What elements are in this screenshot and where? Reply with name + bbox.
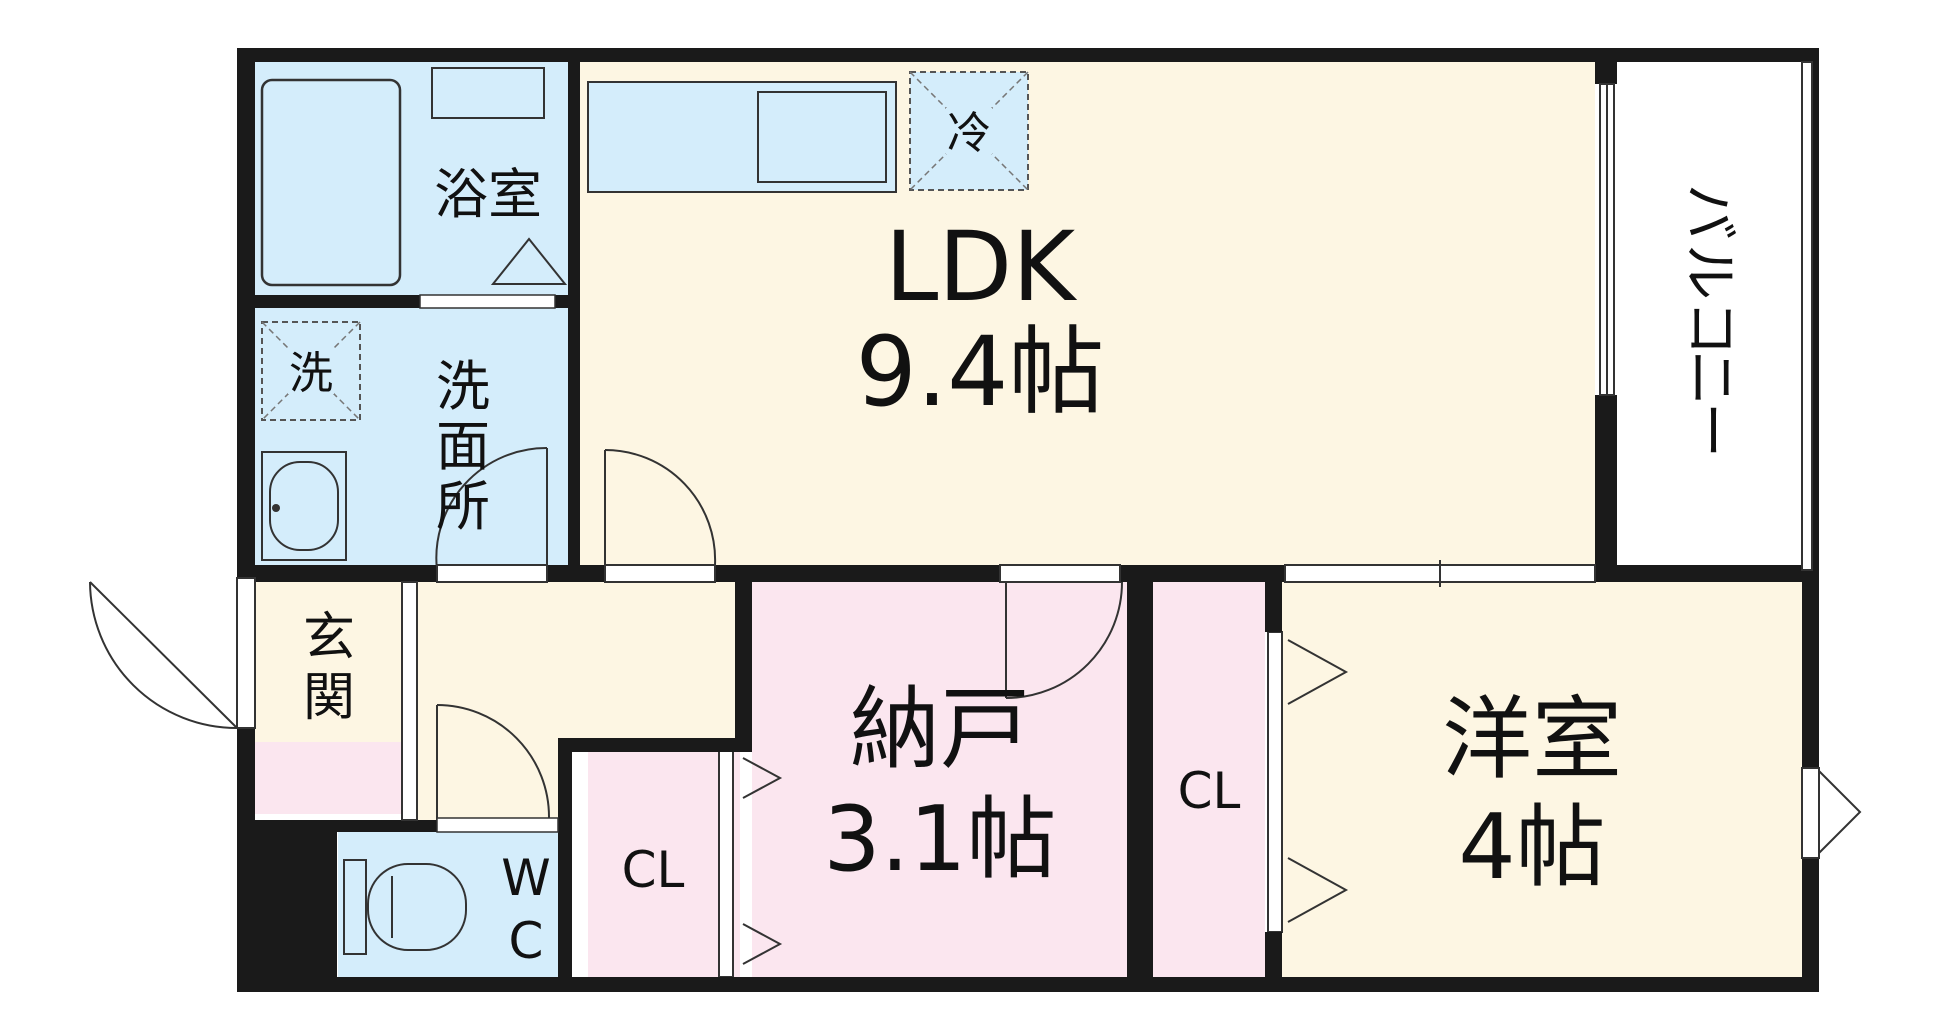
hallway-floor xyxy=(417,582,735,820)
wall-left-upper xyxy=(237,48,255,578)
wall-wash-bottom-a xyxy=(255,565,437,582)
closet-right-floor xyxy=(1153,582,1265,977)
door-swings xyxy=(89,446,1862,965)
windows xyxy=(236,61,1820,859)
closet-left-fold-b xyxy=(742,923,783,965)
wall-left-block xyxy=(237,820,337,992)
wall-closet-left-top xyxy=(558,738,752,752)
balcony-outer-rail xyxy=(1801,61,1813,571)
wall-bath-wash xyxy=(255,295,420,308)
partition-entrance xyxy=(401,581,418,821)
wall-closet-right-b xyxy=(1265,932,1282,992)
storage-door-opening xyxy=(999,564,1121,583)
vanity xyxy=(261,451,347,561)
washroom-char-1: 洗 xyxy=(436,355,490,418)
wall-top xyxy=(237,48,1819,62)
wall-hall-wc xyxy=(558,738,572,992)
closet-right-fold-b xyxy=(1287,857,1349,923)
fridge-label: 冷 xyxy=(947,108,991,159)
kitchen-counter xyxy=(587,81,897,193)
partition-bath-window xyxy=(419,294,556,309)
washer-cross-a xyxy=(261,321,361,421)
fridge-label-bg xyxy=(946,108,992,154)
bath-name: 浴室 xyxy=(434,163,542,226)
wall-closet-right xyxy=(1265,565,1282,632)
balcony-char-4: ニ xyxy=(1678,350,1743,406)
front-door-opening xyxy=(236,577,256,729)
washroom-char-3: 所 xyxy=(436,475,490,538)
entrance-char-2: 関 xyxy=(303,668,355,728)
balcony-char-5: ー xyxy=(1678,402,1743,458)
closet-right-door-jamb xyxy=(1267,631,1283,933)
storage-floor xyxy=(752,582,1127,977)
ldk-door-arc xyxy=(604,448,717,566)
wall-storage-right xyxy=(1127,565,1153,992)
washer-label-bg xyxy=(288,348,334,394)
western-name: 洋室 xyxy=(1442,687,1622,792)
wall-right-bottom xyxy=(1802,858,1819,992)
kitchen-sink xyxy=(757,91,887,183)
closet-right-fold-a xyxy=(1287,639,1349,705)
front-door-arc xyxy=(89,581,238,729)
window-arrow xyxy=(1817,769,1862,855)
closet-right-label: CL xyxy=(1178,762,1241,820)
bathtub xyxy=(260,78,402,287)
washer-label: 洗 xyxy=(289,348,333,399)
closet-left-fold-a xyxy=(742,757,783,799)
entrance-floor xyxy=(255,582,402,742)
balcony-char-3: コ xyxy=(1678,300,1743,356)
balcony-label: バ ル コ ニ ー xyxy=(1676,184,1743,458)
wc-char-1: W xyxy=(501,849,550,907)
wall-ldk-balcony-b xyxy=(1595,395,1617,582)
bath-mirror xyxy=(431,67,545,119)
wall-wash-bottom-b xyxy=(547,565,605,582)
closet-left-label: CL xyxy=(622,841,685,899)
storage-door-arc xyxy=(1005,581,1123,699)
bath-drain-mark xyxy=(490,237,568,285)
wc-char-2: C xyxy=(509,912,544,970)
vanity-tap xyxy=(272,504,280,512)
wall-balcony-bottom xyxy=(1595,565,1819,582)
wall-bottom xyxy=(237,977,1819,992)
vanity-basin xyxy=(269,461,339,551)
closet-left-door-jamb xyxy=(718,749,734,978)
walls xyxy=(237,48,1819,992)
partition-wc-door xyxy=(436,817,559,833)
balcony-char-2: ル xyxy=(1676,244,1741,300)
ldk-name: LDK xyxy=(885,211,1077,323)
storage-name: 納戸 xyxy=(850,677,1030,782)
wall-wc-top-a xyxy=(337,820,437,832)
wc-door-arc xyxy=(436,704,551,819)
western-floor xyxy=(1282,582,1802,977)
wall-ldk-bottom-a xyxy=(715,565,1000,582)
wall-right-lower xyxy=(1802,570,1819,768)
wall-wet-right xyxy=(568,48,580,580)
wall-hall-storage xyxy=(735,565,752,750)
toilet-bowl xyxy=(367,863,467,951)
front-door-leaf xyxy=(89,581,238,729)
toilet-tank xyxy=(343,859,367,955)
balcony-floor xyxy=(1617,62,1803,570)
entrance-char-1: 玄 xyxy=(303,608,355,668)
wall-ldk-bottom-b xyxy=(1120,565,1285,582)
closet-left-floor xyxy=(588,750,740,977)
window-right xyxy=(1801,767,1820,859)
ldk-door-opening xyxy=(604,564,716,583)
storage-size: 3.1帖 xyxy=(823,787,1056,892)
ldk-size: 9.4帖 xyxy=(856,316,1105,428)
washroom-char-2: 面 xyxy=(436,415,490,478)
washroom-door-arc xyxy=(435,446,548,571)
washer-space xyxy=(261,321,361,421)
washroom-door-opening xyxy=(436,564,548,583)
wall-bath-wash-b xyxy=(555,295,568,308)
wall-ldk-balcony-a xyxy=(1595,62,1617,84)
western-size: 4帖 xyxy=(1458,795,1605,900)
washer-cross-b xyxy=(261,321,361,421)
entrance-step xyxy=(255,742,402,814)
balcony-char-1: バ xyxy=(1676,184,1741,240)
